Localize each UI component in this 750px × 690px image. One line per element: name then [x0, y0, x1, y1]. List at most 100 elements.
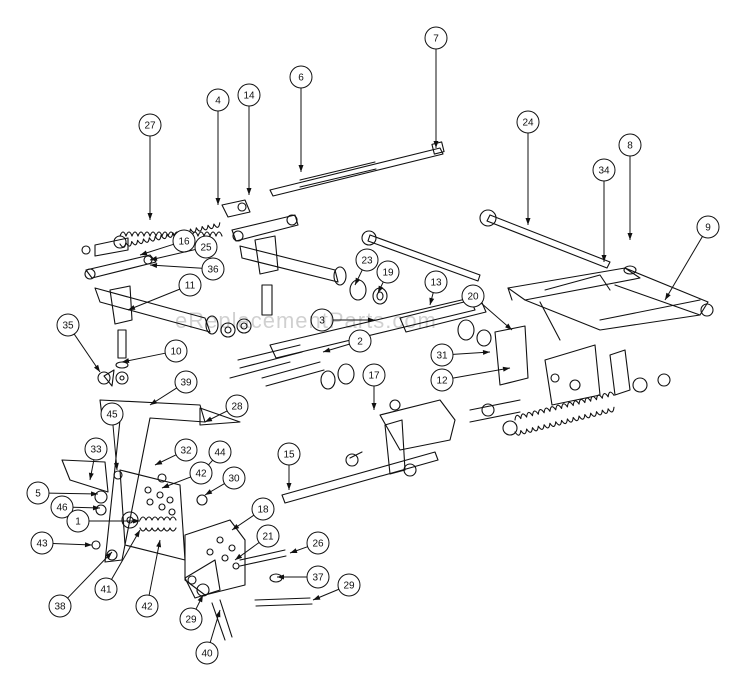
- leader-line: [452, 367, 511, 379]
- callout-c34: 34: [592, 158, 616, 262]
- callout-circle: [516, 110, 540, 134]
- leader-arrowhead: [150, 255, 158, 261]
- leader-line: [149, 264, 203, 269]
- leader-line: [664, 236, 703, 301]
- callout-c17: 17: [362, 363, 386, 410]
- callout-circle: [376, 260, 400, 284]
- callout-label: 36: [207, 265, 219, 276]
- callout-c25: 25: [149, 235, 218, 261]
- callout-label: 29: [185, 615, 197, 626]
- callout-circle: [355, 248, 379, 272]
- callout-c12: 12: [430, 366, 511, 392]
- callout-label: 15: [283, 450, 295, 461]
- leader-line: [127, 288, 180, 311]
- callout-label: 2: [357, 337, 363, 348]
- leader-arrowhead: [525, 218, 531, 225]
- callout-label: 35: [62, 321, 74, 332]
- callout-label: 43: [36, 539, 48, 550]
- leader-arrowhead: [277, 574, 284, 580]
- callout-label: 20: [467, 292, 479, 303]
- callout-c6: 6: [289, 65, 313, 172]
- leader-arrowhead: [156, 540, 162, 548]
- leader-arrowhead: [150, 262, 158, 268]
- leader-line: [73, 333, 101, 373]
- callout-c33: 33: [84, 437, 108, 481]
- callout-label: 1: [75, 517, 81, 528]
- callout-label: 18: [257, 505, 269, 516]
- callout-circle: [362, 363, 386, 387]
- leader-arrowhead: [232, 524, 240, 530]
- callout-c29b: 29: [179, 594, 204, 631]
- leader-line: [149, 249, 196, 261]
- callout-c31: 31: [430, 343, 491, 367]
- leader-arrowhead: [215, 610, 221, 618]
- leader-arrowhead: [482, 349, 490, 355]
- callout-label: 23: [361, 256, 373, 267]
- callout-circle: [26, 481, 50, 505]
- callout-c30: 30: [204, 466, 246, 496]
- leader-arrowhead: [290, 548, 298, 553]
- callout-c29a: 29: [312, 573, 361, 601]
- callout-c28: 28: [204, 394, 249, 423]
- callout-c45: 45: [100, 402, 124, 471]
- callout-circle: [424, 270, 448, 294]
- callout-c42b: 42: [135, 539, 162, 618]
- callout-c2: 2: [322, 329, 372, 353]
- callout-label: 13: [430, 278, 442, 289]
- callout-c38: 38: [48, 551, 113, 618]
- callout-c32: 32: [154, 438, 198, 466]
- callout-label: 26: [312, 539, 324, 550]
- callout-c41: 41: [94, 529, 141, 601]
- callout-circle: [48, 594, 72, 618]
- leader-arrowhead: [505, 323, 512, 330]
- upper-long-rod: [269, 141, 445, 197]
- leader-arrowhead: [205, 489, 213, 495]
- callout-c18: 18: [231, 497, 275, 531]
- callout-circle: [94, 577, 118, 601]
- leader-arrowhead: [162, 483, 170, 488]
- lower-lever-assembly: [61, 399, 241, 563]
- callout-circle: [306, 565, 330, 589]
- callout-label: 40: [201, 649, 213, 660]
- callout-circle: [251, 497, 275, 521]
- callout-c10: 10: [121, 339, 188, 364]
- callout-label: 7: [433, 34, 439, 45]
- callout-label: 39: [180, 378, 192, 389]
- leader-arrowhead: [246, 188, 252, 195]
- leader-arrowhead: [323, 347, 331, 353]
- callout-c19: 19: [376, 260, 400, 294]
- callout-label: 29: [343, 581, 355, 592]
- callout-circle: [461, 284, 485, 308]
- callout-label: 27: [144, 121, 156, 132]
- leader-arrowhead: [155, 459, 163, 465]
- callout-circle: [225, 394, 249, 418]
- leader-arrowhead: [371, 403, 377, 410]
- callout-label: 21: [262, 532, 274, 543]
- leader-line: [48, 492, 99, 495]
- callout-circle: [100, 402, 124, 426]
- callout-circle: [696, 215, 720, 239]
- callout-label: 31: [436, 351, 448, 362]
- callout-circle: [424, 26, 448, 50]
- callout-c43: 43: [30, 531, 93, 555]
- leader-line: [121, 352, 166, 363]
- callout-c26: 26: [289, 531, 330, 555]
- callout-circle: [195, 641, 219, 665]
- leader-arrowhead: [90, 491, 98, 497]
- left-spring-assembly: [81, 199, 251, 257]
- leader-arrowhead: [84, 542, 92, 548]
- leader-arrowhead: [147, 213, 153, 220]
- leader-arrowhead: [235, 553, 243, 560]
- leader-arrowhead: [627, 233, 633, 240]
- leader-arrowhead: [150, 399, 158, 405]
- callout-circle: [50, 495, 74, 519]
- leader-arrowhead: [378, 285, 384, 293]
- callout-label: 42: [141, 602, 153, 613]
- callout-label: 12: [436, 376, 448, 387]
- callout-label: 45: [106, 410, 118, 421]
- callout-label: 24: [522, 118, 534, 129]
- callout-circle: [348, 329, 372, 353]
- callout-label: 25: [200, 243, 212, 254]
- callout-c23: 23: [354, 248, 379, 286]
- callout-label: 3: [319, 316, 325, 327]
